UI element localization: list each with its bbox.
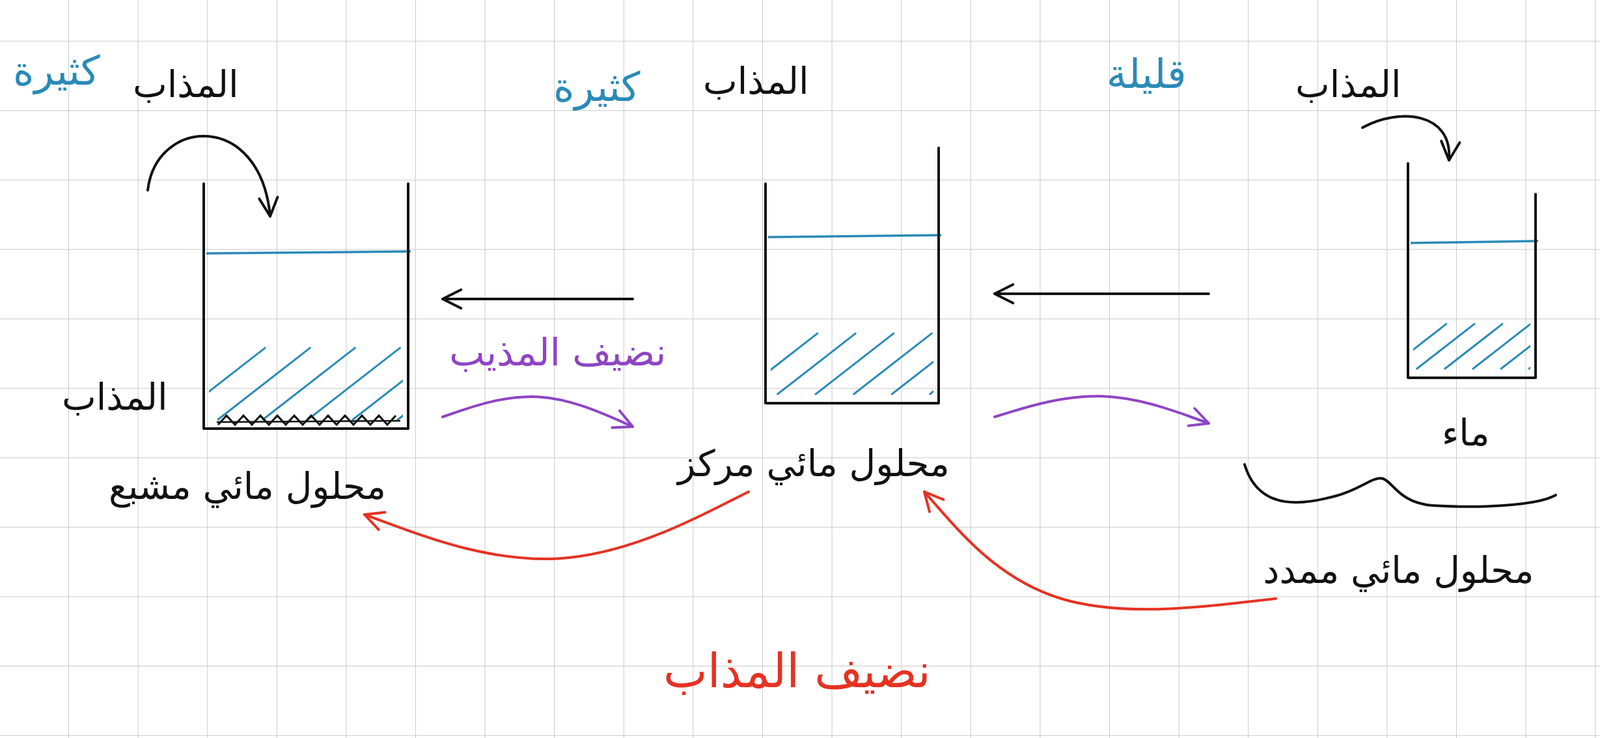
pour-arrow xyxy=(147,136,271,217)
hatch-stroke xyxy=(854,333,933,394)
water-hatching xyxy=(208,347,403,420)
pour-arrow xyxy=(1362,116,1449,161)
beaker-outline xyxy=(765,147,939,403)
hatch-stroke xyxy=(218,347,310,420)
process-arrow xyxy=(442,297,633,301)
beaker-outline xyxy=(203,183,409,429)
solute-label: المذاب xyxy=(132,61,239,108)
hatch-stroke xyxy=(1529,323,1531,369)
hatch-stroke xyxy=(777,333,856,394)
beaker-glass xyxy=(203,183,409,429)
hatch-stroke xyxy=(1413,323,1447,369)
solute-label: المذاب xyxy=(61,374,168,420)
hatch-stroke xyxy=(397,347,403,420)
hatch-stroke xyxy=(1445,323,1503,369)
process-arrow xyxy=(442,396,633,427)
water-line xyxy=(206,251,411,254)
water-line xyxy=(1410,240,1539,243)
hatch-stroke xyxy=(307,347,400,420)
beaker: المذابكثيرةالمذابمحلول مائي مشبع xyxy=(52,183,443,515)
solution-name: محلول مائي مشبع xyxy=(108,463,387,510)
amount-label: كثيرة xyxy=(13,45,101,97)
water-line xyxy=(768,234,942,237)
beaker-outline xyxy=(1407,163,1536,378)
hatch-stroke xyxy=(1473,323,1531,369)
brace xyxy=(1244,464,1556,507)
beaker-glass xyxy=(765,183,939,403)
beaker: المذابكثيرةمحلول مائي مركز xyxy=(632,183,995,492)
hatch-stroke xyxy=(208,347,265,420)
hatch-stroke xyxy=(815,333,894,394)
hatch-stroke xyxy=(262,347,355,420)
solute-label: المذاب xyxy=(703,58,810,105)
hatch-stroke xyxy=(770,333,818,394)
hatch-stroke xyxy=(1501,323,1531,369)
amount-label: كثيرة xyxy=(553,61,641,113)
beaker: المذابقليلةماءمحلول مائي ممدد xyxy=(1208,163,1589,599)
arrow-label: نضيف المذيب xyxy=(449,328,666,377)
process-arrow xyxy=(924,491,1276,609)
amount-label: قليلة xyxy=(1106,48,1187,100)
arrow-label: نضيف المذاب xyxy=(663,641,931,700)
process-arrow xyxy=(364,491,749,559)
solution-name: محلول مائي مركز xyxy=(677,440,950,487)
water-label: ماء xyxy=(1441,410,1490,456)
process-arrow xyxy=(994,292,1209,295)
hatch-stroke xyxy=(1417,323,1475,369)
process-arrow xyxy=(994,395,1209,424)
solute-crystals xyxy=(216,420,401,422)
solute-crystals xyxy=(218,415,396,425)
solute-label: المذاب xyxy=(1295,61,1402,108)
solution-name: محلول مائي ممدد xyxy=(1263,547,1535,594)
hatch-stroke xyxy=(930,333,934,394)
hatch-stroke xyxy=(352,347,403,420)
water-hatching xyxy=(770,333,934,394)
water-hatching xyxy=(1413,323,1531,369)
beaker-glass xyxy=(1407,163,1536,378)
hatch-stroke xyxy=(891,333,934,394)
